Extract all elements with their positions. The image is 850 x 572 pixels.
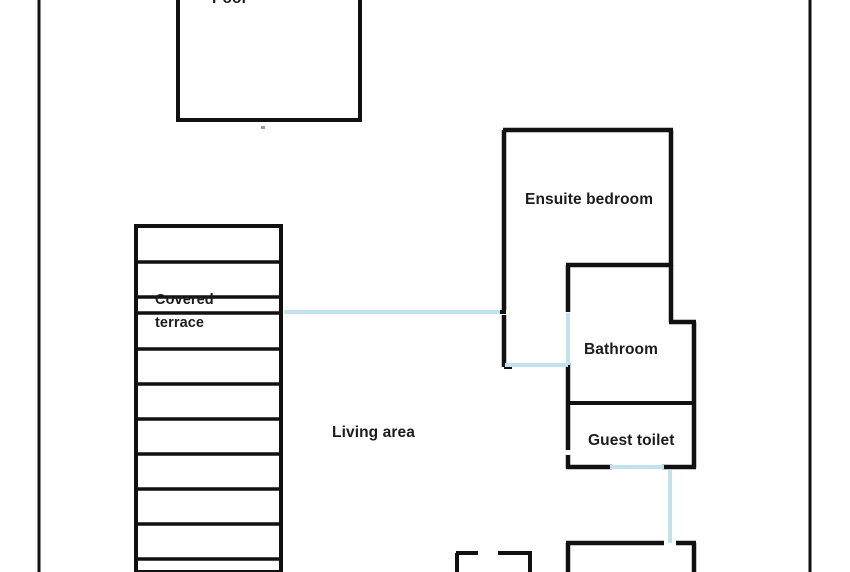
guest-toilet-walls xyxy=(565,403,697,470)
openings-glazing xyxy=(284,310,672,543)
room-label-covered-terrace-line1: Covered xyxy=(155,292,214,308)
pool-outline xyxy=(176,0,362,129)
pool-rect xyxy=(176,0,362,122)
room-label-ensuite-bedroom: Ensuite bedroom xyxy=(525,191,654,208)
lower-rooms-walls xyxy=(455,540,697,572)
room-label-pool: Pool xyxy=(212,0,246,8)
ensuite-bedroom-walls xyxy=(494,127,674,369)
terrace-slat-lines xyxy=(136,260,281,561)
room-label-guest-toilet: Guest toilet xyxy=(588,432,675,449)
room-label-living-area: Living area xyxy=(332,424,415,441)
bathroom-walls xyxy=(565,265,697,405)
site-boundary-walls xyxy=(37,0,812,572)
room-label-covered-terrace-line2: terrace xyxy=(155,315,205,331)
covered-terrace-outline xyxy=(134,224,283,572)
room-label-bathroom: Bathroom xyxy=(584,341,658,358)
pool-marker xyxy=(261,126,265,129)
terrace-rect xyxy=(134,224,283,572)
